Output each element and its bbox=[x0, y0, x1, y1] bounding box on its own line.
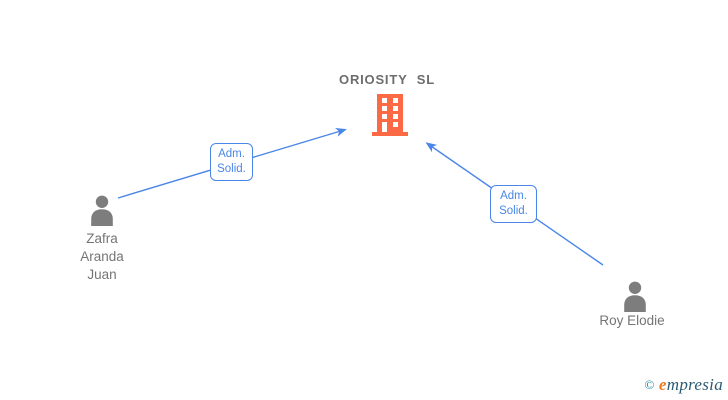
watermark-empresia[interactable]: © empresia bbox=[645, 375, 723, 395]
person-name-roy: Roy Elodie bbox=[572, 312, 692, 330]
person-icon-zafra[interactable] bbox=[87, 195, 117, 226]
person-name-line: Juan bbox=[87, 267, 117, 282]
brand-name: empresia bbox=[659, 375, 723, 394]
edge-label-roy-adm-solid[interactable]: Adm. Solid. bbox=[490, 185, 537, 223]
building-icon[interactable] bbox=[372, 94, 408, 136]
edge-label-line: Solid. bbox=[217, 163, 246, 175]
person-icon-roy[interactable] bbox=[620, 281, 650, 312]
person-name-line: Aranda bbox=[80, 249, 124, 264]
copyright-symbol: © bbox=[644, 377, 655, 392]
edge-label-line: Adm. bbox=[500, 190, 527, 202]
person-name-line: Roy Elodie bbox=[599, 313, 665, 328]
edge-label-line: Adm. bbox=[218, 148, 245, 160]
brand-rest: mpresia bbox=[666, 375, 723, 394]
person-name-line: Zafra bbox=[86, 231, 118, 246]
edge-label-zafra-adm-solid[interactable]: Adm. Solid. bbox=[210, 143, 253, 181]
brand-initial: e bbox=[658, 375, 667, 394]
company-name: ORIOSITY SL bbox=[339, 72, 435, 87]
edge-label-line: Solid. bbox=[499, 205, 528, 217]
person-name-zafra: Zafra Aranda Juan bbox=[42, 230, 162, 284]
